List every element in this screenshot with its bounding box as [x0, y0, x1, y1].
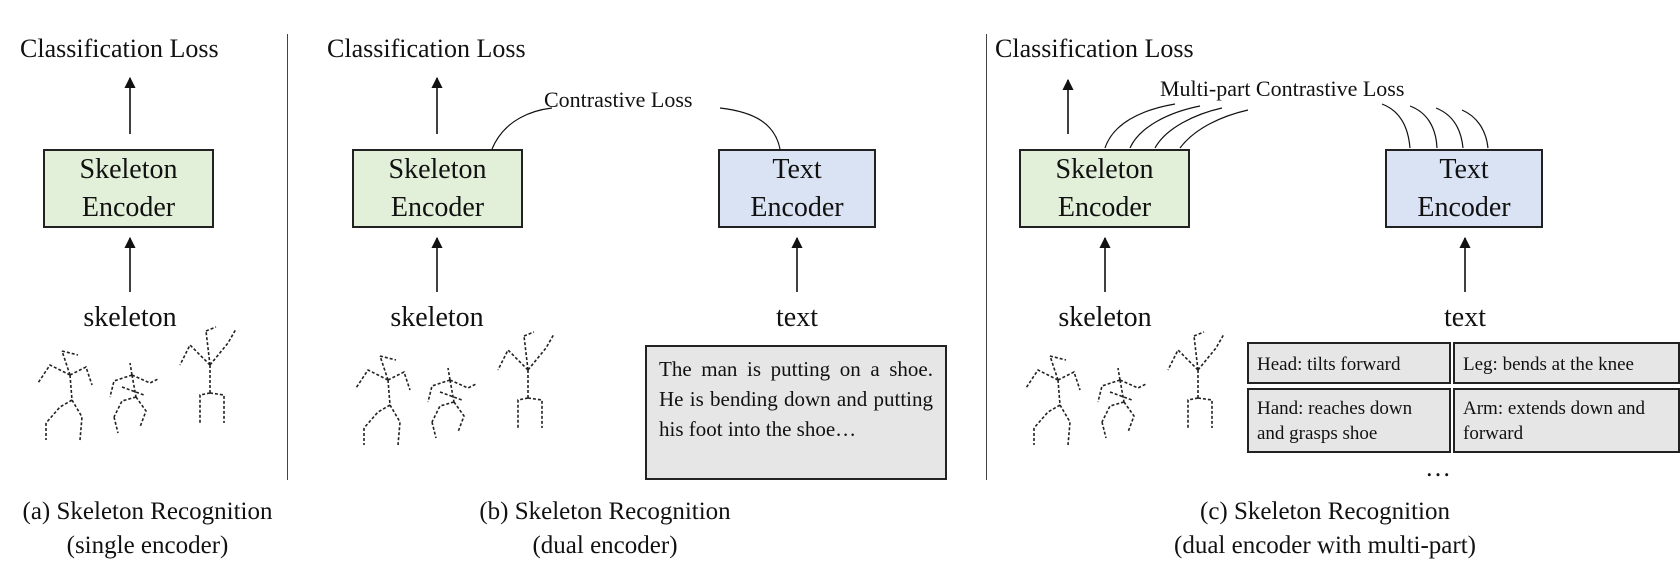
skeleton-figure: [1025, 355, 1081, 446]
multipart-contrastive-loss-label: Multi-part Contrastive Loss: [1160, 76, 1405, 101]
contrastive-curve-left: [491, 107, 553, 150]
skeleton-figure: [1167, 331, 1225, 428]
skeleton-encoder-a: Skeleton Encoder: [43, 149, 214, 228]
text-description: The man is putting on a shoe. He is bend…: [659, 357, 933, 441]
text-encoder-c: Text Encoder: [1385, 149, 1543, 228]
input-skeleton-b: skeleton: [390, 302, 484, 333]
part-box-leg: Leg: bends at the knee: [1453, 342, 1680, 384]
part-hand: Hand: reaches down and grasps shoe: [1257, 398, 1413, 444]
multipart-curve-l1: [1104, 103, 1176, 149]
caption-a: (a) Skeleton Recognition (single encoder…: [0, 495, 295, 563]
classification-loss-c: Classification Loss: [995, 34, 1194, 63]
skeleton-encoder-b: Skeleton Encoder: [352, 149, 523, 228]
caption-b-line1: (b) Skeleton Recognition: [479, 498, 731, 525]
skeleton-encoder-c: Skeleton Encoder: [1019, 149, 1190, 228]
caption-a-line2: (single encoder): [66, 532, 229, 559]
input-text-c: text: [1444, 302, 1486, 333]
caption-c: (c) Skeleton Recognition (dual encoder w…: [1125, 495, 1525, 563]
text-encoder-b-line1: Text: [772, 153, 822, 185]
input-skeleton-c: skeleton: [1058, 302, 1152, 333]
skeleton-figure: [1097, 367, 1147, 439]
skeleton-figures-a: [37, 326, 237, 441]
skeleton-figures-c: [1025, 331, 1225, 446]
skeleton-figure: [427, 367, 477, 439]
caption-c-line1: (c) Skeleton Recognition: [1200, 498, 1450, 525]
multipart-curve-l4: [1179, 109, 1249, 149]
multipart-curve-r1: [1381, 103, 1411, 149]
caption-b: (b) Skeleton Recognition (dual encoder): [455, 495, 755, 563]
part-head: Head: tilts forward: [1257, 354, 1401, 375]
input-text-b: text: [776, 302, 818, 333]
text-description-box: The man is putting on a shoe. He is bend…: [645, 345, 947, 480]
skeleton-figure: [179, 326, 237, 423]
multipart-curve-l2: [1129, 105, 1201, 149]
skeleton-encoder-b-line1: Skeleton: [388, 153, 487, 185]
part-box-arm: Arm: extends down and forward: [1453, 388, 1680, 453]
skeleton-encoder-c-line1: Skeleton: [1055, 153, 1154, 185]
caption-c-line2: (dual encoder with multi-part): [1174, 532, 1476, 559]
contrastive-curve-right: [719, 107, 781, 150]
classification-loss-b: Classification Loss: [327, 34, 526, 63]
caption-a-line1: (a) Skeleton Recognition: [22, 498, 273, 525]
multipart-curve-r4: [1461, 109, 1489, 149]
skeleton-figure: [355, 355, 411, 446]
skeleton-figure: [109, 362, 159, 434]
caption-b-line2: (dual encoder): [532, 532, 678, 559]
part-box-head: Head: tilts forward: [1247, 342, 1451, 384]
more-parts-ellipsis: …: [1425, 453, 1451, 482]
text-encoder-b-line2: Encoder: [750, 191, 844, 223]
part-leg: Leg: bends at the knee: [1463, 354, 1634, 375]
skeleton-figure: [37, 350, 93, 441]
skeleton-figures-b: [355, 331, 555, 446]
classification-loss-a: Classification Loss: [20, 34, 219, 63]
skeleton-figure: [497, 331, 555, 428]
multipart-curve-l3: [1154, 107, 1223, 149]
skeleton-encoder-a-line2: Encoder: [81, 191, 176, 223]
part-box-hand: Hand: reaches down and grasps shoe: [1247, 388, 1451, 453]
multipart-curve-r3: [1435, 107, 1464, 149]
text-encoder-c-line1: Text: [1439, 153, 1489, 185]
divider-ab: [287, 34, 288, 480]
divider-bc: [986, 34, 987, 480]
skeleton-encoder-a-line1: Skeleton: [79, 153, 178, 185]
text-encoder-b: Text Encoder: [718, 149, 876, 228]
multipart-curve-r2: [1409, 105, 1438, 149]
part-arm: Arm: extends down and forward: [1463, 398, 1646, 444]
contrastive-loss-label: Contrastive Loss: [544, 87, 693, 112]
input-skeleton-a: skeleton: [83, 302, 177, 333]
text-encoder-c-line2: Encoder: [1417, 191, 1511, 223]
skeleton-encoder-c-line2: Encoder: [1057, 191, 1152, 223]
skeleton-encoder-b-line2: Encoder: [390, 191, 485, 223]
